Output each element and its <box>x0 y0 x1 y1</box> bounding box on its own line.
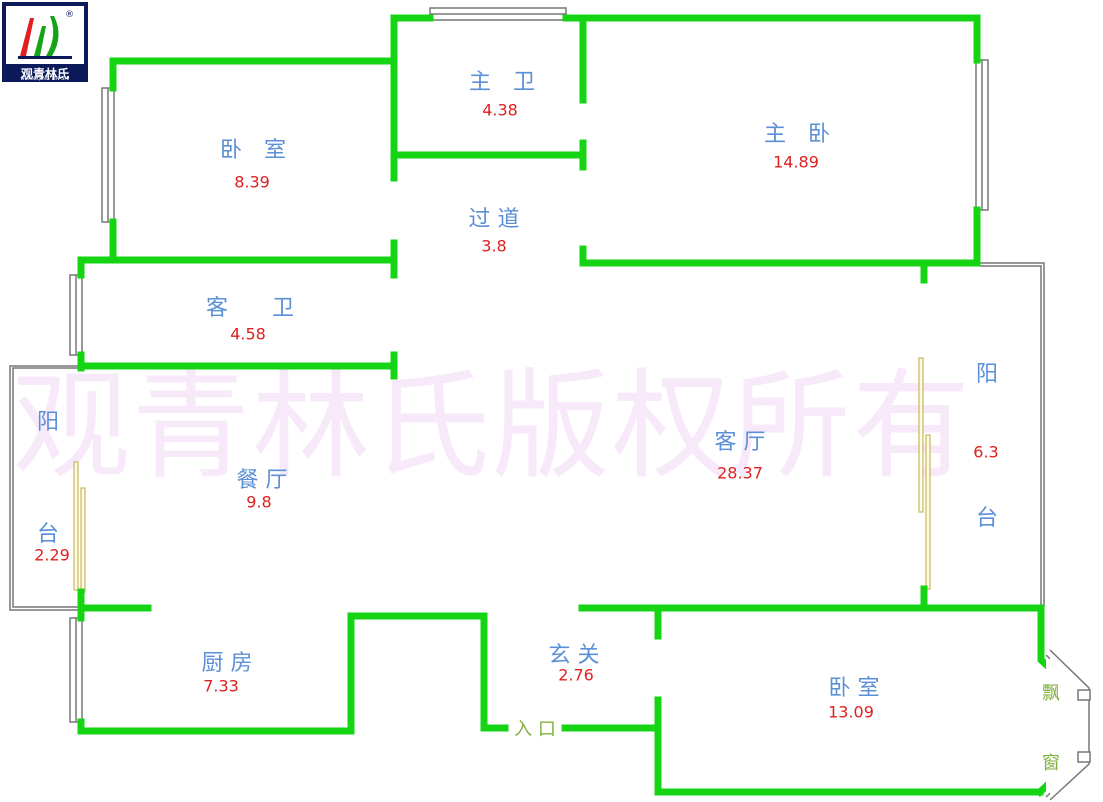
walls <box>77 14 1079 797</box>
room-label-balcony-east-top: 阳 <box>975 362 999 387</box>
room-area-bedroom-se: 13.09 <box>828 702 874 722</box>
registered-mark: ® <box>65 10 74 20</box>
room-area-kitchen: 7.33 <box>203 676 239 696</box>
room-area-corridor: 3.8 <box>481 236 507 256</box>
logo-name: 观青林氏 <box>20 67 69 81</box>
company-logo: ® 观青林氏 GUAN QING LIN SHI <box>2 2 88 82</box>
room-area-master-bath: 4.38 <box>482 100 518 120</box>
room-label-dining: 餐 厅 <box>236 468 288 493</box>
bay-window-label-bottom: 窗 <box>1042 753 1060 774</box>
room-area-guest-bath: 4.58 <box>230 324 266 344</box>
room-area-master-bedroom: 14.89 <box>773 152 819 172</box>
room-label-living: 客 厅 <box>714 430 766 455</box>
room-area-balcony-west: 2.29 <box>34 545 70 565</box>
entrance-label: 入 口 <box>514 719 556 740</box>
room-label-master-bath: 主 卫 <box>468 70 536 95</box>
room-label-corridor: 过 道 <box>468 207 520 232</box>
windows <box>69 7 989 723</box>
room-label-bedroom-se: 卧 室 <box>828 676 880 701</box>
logo-subtitle: GUAN QING LIN SHI <box>20 76 70 82</box>
sliding-doors <box>73 357 931 593</box>
room-label-balcony-west-top: 阳 <box>36 410 60 435</box>
logo-mark-icon <box>18 16 72 59</box>
room-label-bedroom-nw: 卧 室 <box>219 138 287 163</box>
watermark: 观青林氏版权所有 <box>12 357 973 495</box>
room-area-balcony-east: 6.3 <box>973 442 999 462</box>
room-label-master-bedroom: 主 卧 <box>763 122 831 147</box>
bay-window-label-top: 飘 <box>1042 683 1060 704</box>
room-area-bedroom-nw: 8.39 <box>234 172 270 192</box>
room-label-kitchen: 厨 房 <box>201 651 253 676</box>
room-label-foyer: 玄 关 <box>548 643 600 668</box>
bay-window <box>1045 649 1091 801</box>
room-area-dining: 9.8 <box>246 492 272 512</box>
room-label-balcony-east-bottom: 台 <box>975 506 999 531</box>
room-label-guest-bath: 客 卫 <box>205 296 295 321</box>
room-label-balcony-west-bottom: 台 <box>36 522 60 547</box>
room-area-foyer: 2.76 <box>558 665 594 685</box>
room-area-living: 28.37 <box>717 463 763 483</box>
balcony-outline <box>9 262 1045 611</box>
